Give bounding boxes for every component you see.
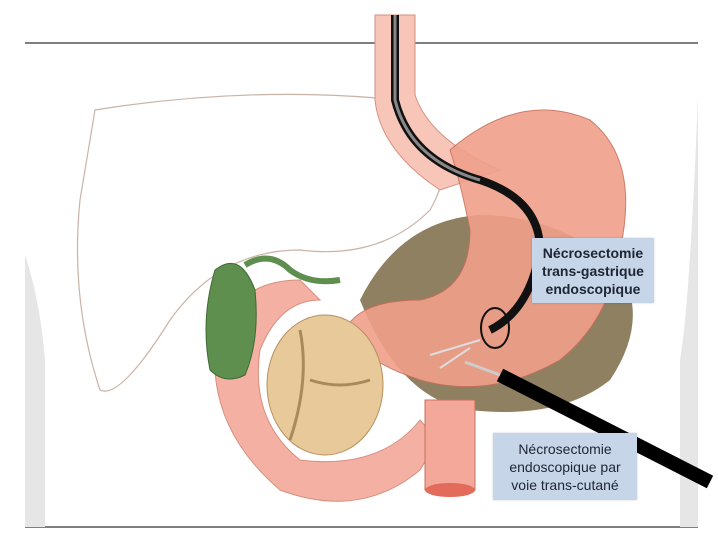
bile-duct <box>243 255 341 285</box>
vessel-lumen <box>425 483 475 497</box>
torso-right <box>680 95 698 527</box>
endoscope-ring <box>480 307 510 349</box>
torso-left <box>25 255 45 527</box>
percutaneous-scope <box>496 368 714 489</box>
stomach <box>344 109 627 388</box>
endoscope-highlight <box>393 15 481 182</box>
liver-outline <box>76 93 446 392</box>
gallbladder <box>205 262 257 380</box>
endoscope-tool <box>429 339 481 369</box>
label-transgastric-necrosectomy: Nécrosectomie trans-gastrique endoscopiq… <box>532 238 654 303</box>
vessel <box>424 399 476 491</box>
pancreatic-duct <box>288 329 371 441</box>
label-percutaneous-necrosectomy: Nécrosectomie endoscopique par voie tran… <box>493 433 637 500</box>
percutaneous-tool <box>464 360 501 377</box>
